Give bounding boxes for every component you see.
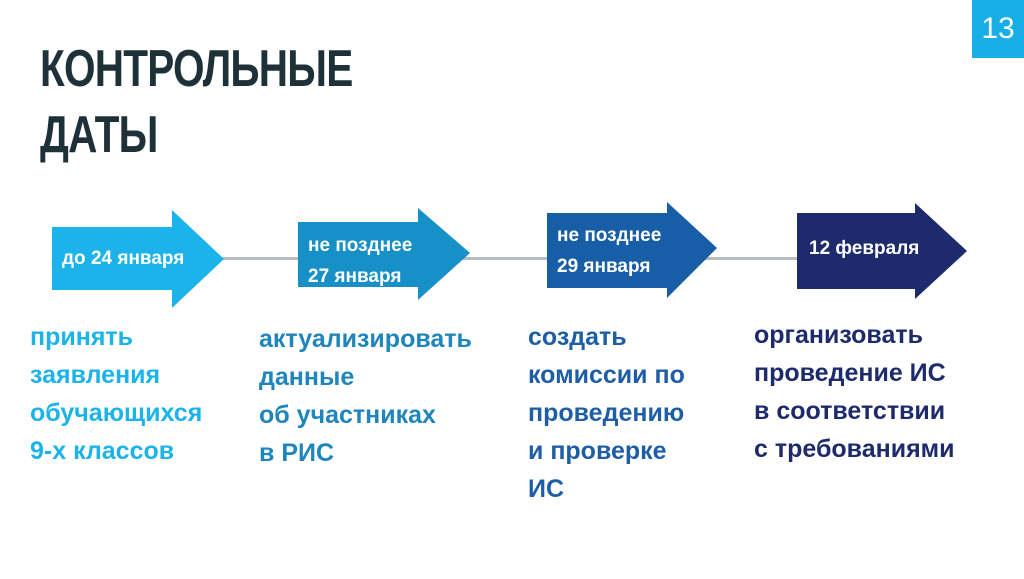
step-1-line-1: принять [30,323,134,351]
step-2-line-2: данные [259,363,355,391]
step-3-line-3: проведению [528,399,685,427]
step-description-4: организовать проведение ИС в соответстви… [754,316,955,468]
step-3-line-2: комиссии по [528,361,685,389]
arrow-shape-2 [298,208,470,300]
step-1-line-3: обучающихся [30,399,203,427]
page-number-badge: 13 [972,0,1024,58]
slide-title: КОНТРОЛЬНЫЕ ДАТЫ [40,36,353,168]
timeline-arrow-4: 12 февраля [797,203,969,301]
slide-title-line-2: ДАТЫ [40,106,158,164]
step-1-line-2: заявления [30,361,161,389]
slide-title-line-1: КОНТРОЛЬНЫЕ [40,40,353,98]
arrow-date-4-line-1: 12 февраля [809,238,920,259]
step-description-1: принять заявления обучающихся 9-х классо… [30,318,202,470]
arrow-date-3-line-1: не позднее [557,225,662,246]
step-3-line-1: создать [528,323,627,351]
arrow-date-3: не позднее 29 января [557,220,661,282]
timeline-arrow-2: не позднее 27 января [298,208,470,306]
arrow-shape-3 [547,202,717,298]
step-3-line-4: и проверке [528,437,667,465]
step-2-line-4: в РИС [259,439,335,467]
arrow-date-3-line-2: 29 января [557,256,651,277]
arrow-shape-4 [797,203,967,299]
timeline-arrow-1: до 24 января [52,210,224,308]
step-4-line-2: проведение ИС [754,359,946,387]
arrow-shape-1 [52,210,224,308]
step-4-line-4: с требованиями [754,435,955,463]
arrow-date-1-line-1: до 24 января [62,248,185,269]
arrow-date-2-line-1: не позднее [308,235,413,256]
step-2-line-3: об участниках [259,401,436,429]
step-1-line-4: 9-х классов [30,437,175,465]
step-description-3: создать комиссии по проведению и проверк… [528,318,685,508]
arrow-date-1: до 24 января [62,243,184,274]
timeline-arrow-3: не позднее 29 января [547,202,719,300]
timeline-connector-line [200,257,820,260]
step-4-line-3: в соответствии [754,397,946,425]
step-2-line-1: актуализировать [259,325,472,353]
arrow-date-2-line-2: 27 января [308,266,402,287]
arrow-date-4: 12 февраля [809,233,919,264]
arrow-date-2: не позднее 27 января [308,230,412,292]
step-description-2: актуализировать данные об участниках в Р… [259,320,472,472]
step-3-line-5: ИС [528,475,565,503]
step-4-line-1: организовать [754,321,923,349]
